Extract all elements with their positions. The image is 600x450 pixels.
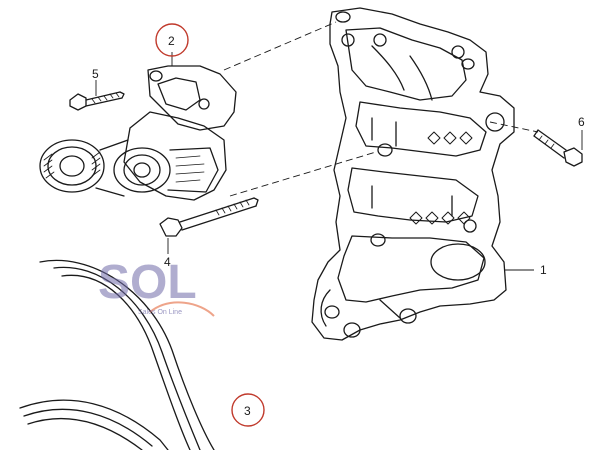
- tensioner-mount-hole: [198, 98, 210, 110]
- logo-brand-text: SOL: [98, 256, 197, 309]
- tensioner-mount-hole: [149, 70, 163, 82]
- bolt-4: [159, 197, 259, 237]
- bolt-6: [533, 129, 583, 167]
- callout-6: 6: [578, 115, 585, 129]
- callouts: 1 2 3 4 5 6: [92, 23, 585, 427]
- assembly-leader-lines: [223, 21, 539, 197]
- bracket-holes: [324, 11, 505, 338]
- callout-3: 3: [244, 404, 251, 418]
- logo-swoosh-icon: [149, 301, 215, 317]
- bolt-5: [69, 91, 125, 111]
- callout-5: 5: [92, 67, 99, 81]
- callout-leader-lines: [95, 52, 583, 271]
- highlight-circle-2: [155, 23, 189, 57]
- pulley-ribs: [43, 151, 205, 183]
- callout-1: 1: [540, 263, 547, 277]
- bracket-fasteners: [409, 131, 473, 225]
- logo-tagline-text: Sales On Line: [138, 309, 182, 316]
- sol-watermark-logo: SOL Sales On Line: [98, 256, 215, 317]
- highlight-circle-3: [231, 393, 265, 427]
- mounting-bracket: [311, 7, 515, 341]
- callout-2: 2: [168, 34, 175, 48]
- callout-4: 4: [164, 255, 171, 269]
- belt-tensioner: [39, 65, 237, 201]
- ribbed-belt: [19, 259, 215, 450]
